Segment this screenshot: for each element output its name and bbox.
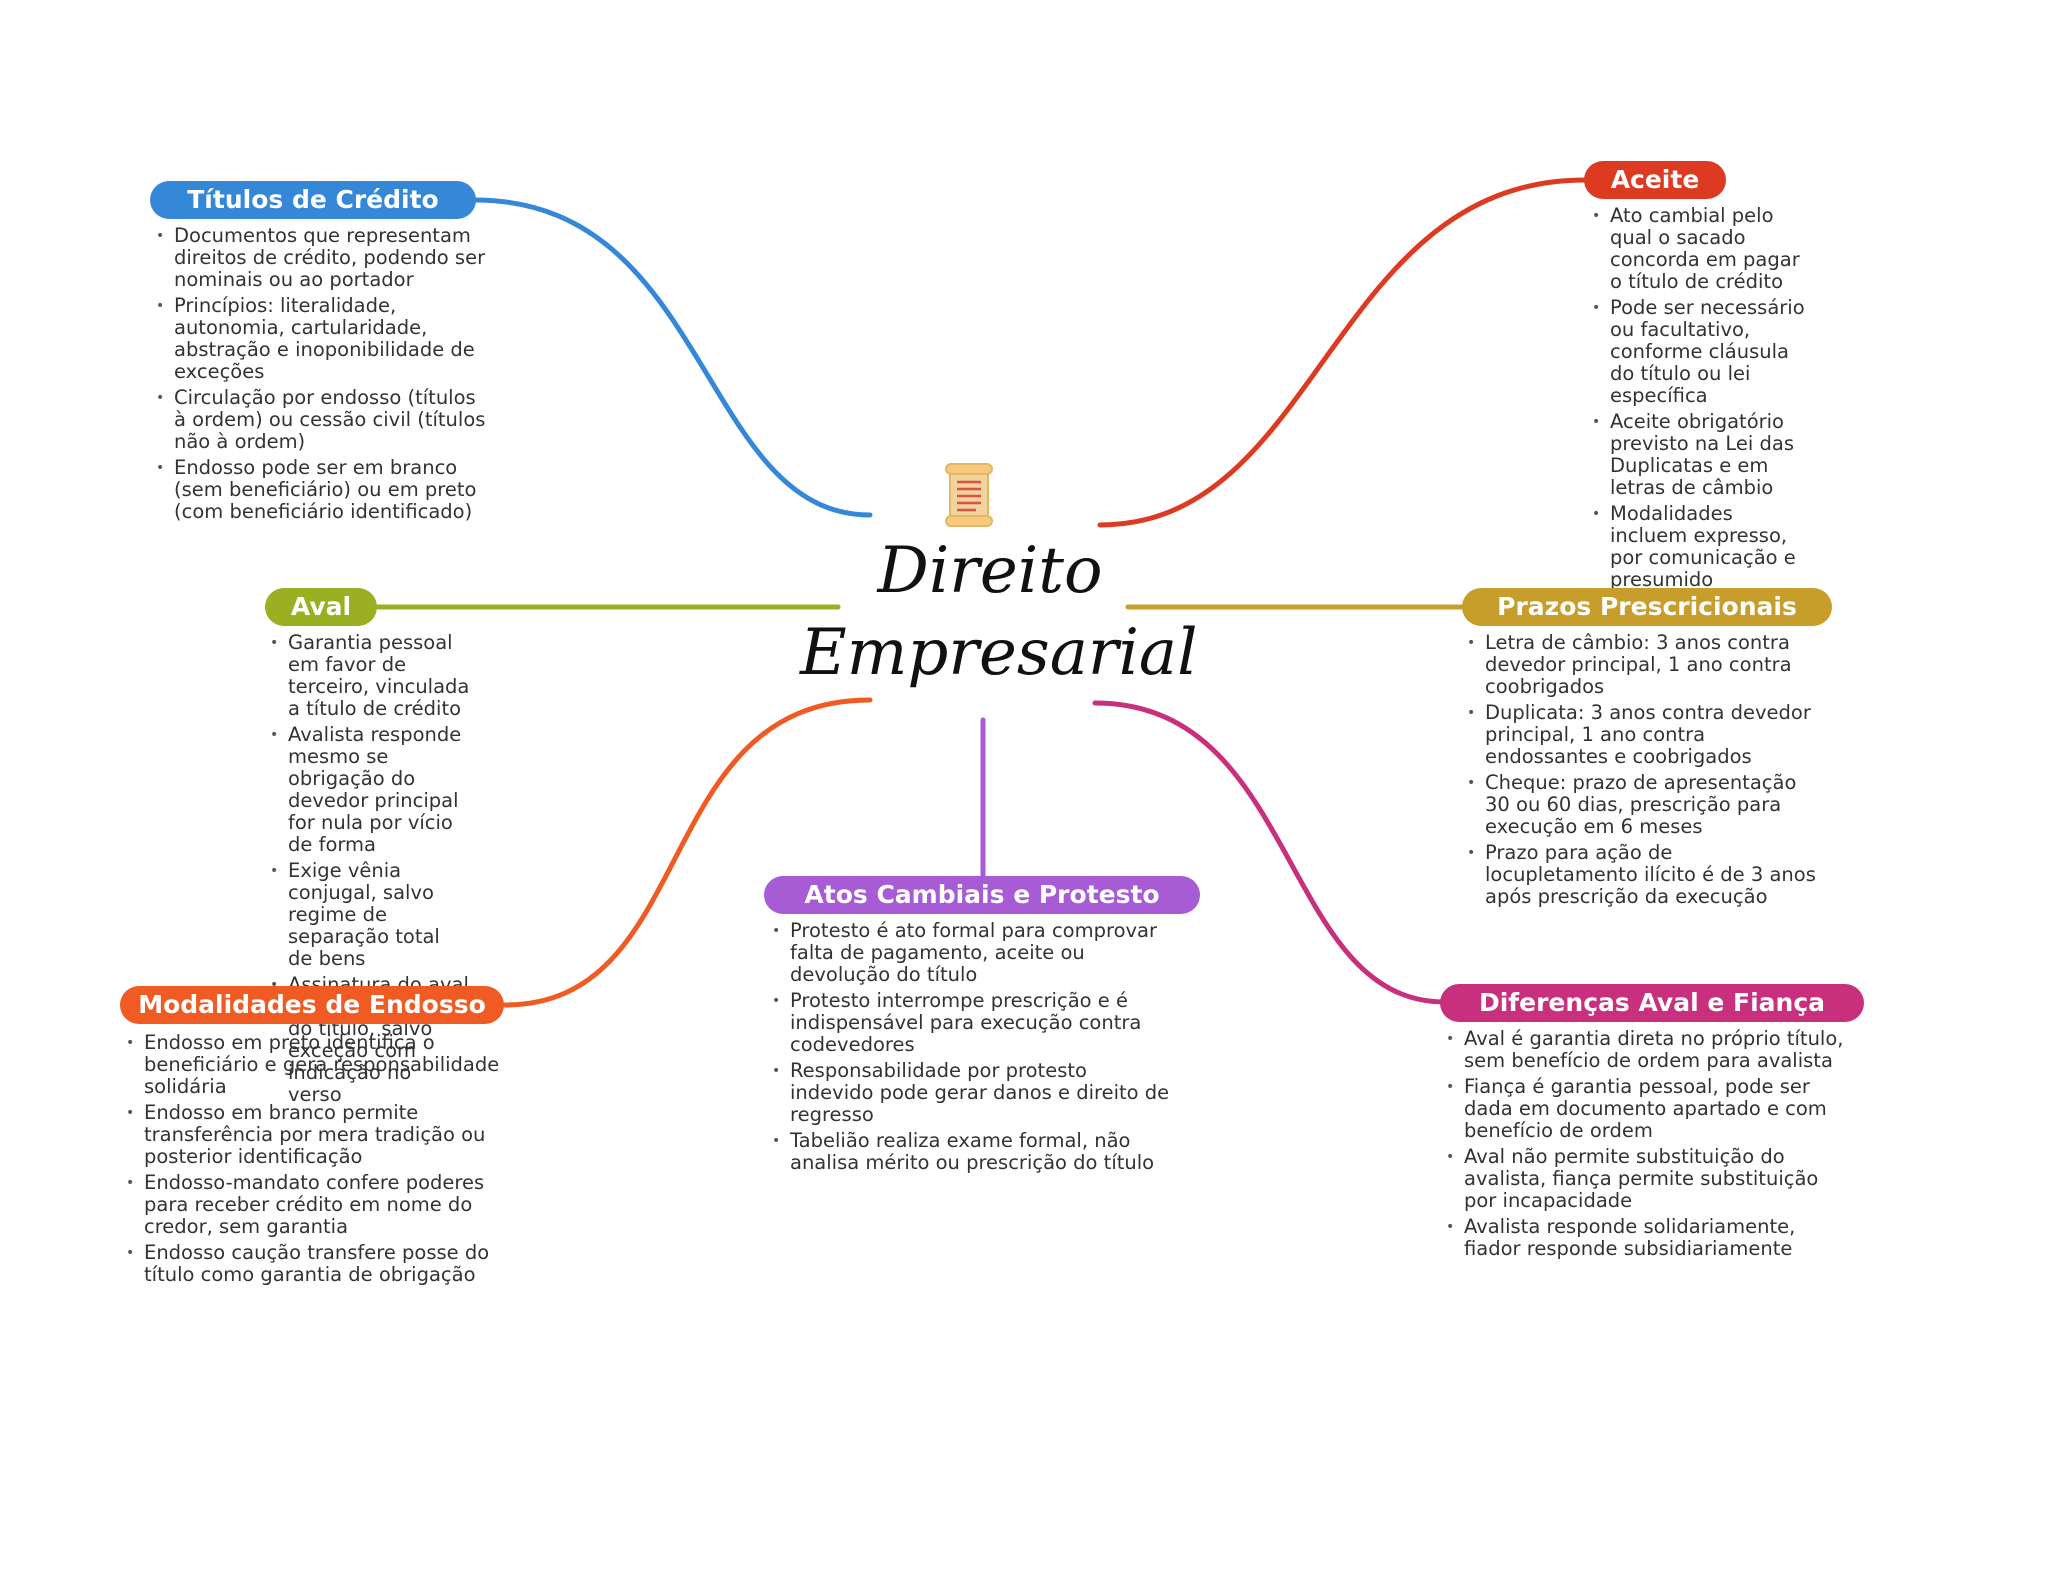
topic-aceite[interactable]: Aceite [1584, 161, 1726, 199]
modalidades-item: Endosso-mandato confere poderes para rec… [126, 1172, 511, 1238]
list-aceite: Ato cambial pelo qual o sacado concorda … [1592, 205, 1812, 595]
modalidades-item: Endosso em branco permite transferência … [126, 1102, 511, 1168]
prazos-item: Duplicata: 3 anos contra devedor princip… [1467, 702, 1817, 768]
diferencas-item: Aval é garantia direta no próprio título… [1446, 1028, 1851, 1072]
prazos-item: Cheque: prazo de apresentação 30 ou 60 d… [1467, 772, 1817, 838]
topic-atos-cambiais-e-protesto[interactable]: Atos Cambiais e Protesto [764, 876, 1200, 914]
topic-titulos-de-credito[interactable]: Títulos de Crédito [150, 181, 476, 219]
connector-modalidades [502, 697, 873, 1008]
topic-prazos-prescricionais[interactable]: Prazos Prescricionais [1462, 588, 1832, 626]
prazos-item: Letra de câmbio: 3 anos contra devedor p… [1467, 632, 1817, 698]
aceite-item: Modalidades incluem expresso, por comuni… [1592, 503, 1812, 591]
titulos-item: Documentos que representam direitos de c… [156, 225, 486, 291]
list-atos-cambiais-e-protesto: Protesto é ato formal para comprovar fal… [772, 920, 1172, 1178]
topic-aval[interactable]: Aval [265, 588, 377, 626]
topic-diferencas-aval-e-fianca[interactable]: Diferenças Aval e Fiança [1440, 984, 1864, 1022]
scroll-icon [945, 463, 993, 527]
atos-item: Protesto é ato formal para comprovar fal… [772, 920, 1172, 986]
diferencas-item: Avalista responde solidariamente, fiador… [1446, 1216, 1851, 1260]
titulos-item: Circulação por endosso (títulos à ordem)… [156, 387, 486, 453]
aceite-item: Pode ser necessário ou facultativo, conf… [1592, 297, 1812, 407]
atos-item: Responsabilidade por protesto indevido p… [772, 1060, 1172, 1126]
list-prazos-prescricionais: Letra de câmbio: 3 anos contra devedor p… [1467, 632, 1817, 912]
titulos-item: Endosso pode ser em branco (sem benefici… [156, 457, 486, 523]
modalidades-item: Endosso em preto identifica o beneficiár… [126, 1032, 511, 1098]
aval-item: Exige vênia conjugal, salvo regime de se… [270, 860, 470, 970]
titulos-item: Princípios: literalidade, autonomia, car… [156, 295, 486, 383]
list-titulos-de-credito: Documentos que representam direitos de c… [156, 225, 486, 527]
diferencas-item: Fiança é garantia pessoal, pode ser dada… [1446, 1076, 1851, 1142]
atos-item: Tabelião realiza exame formal, não anali… [772, 1130, 1172, 1174]
modalidades-item: Endosso caução transfere posse do título… [126, 1242, 511, 1286]
connector-diferencas [1092, 700, 1448, 1005]
prazos-item: Prazo para ação de locupletamento ilícit… [1467, 842, 1817, 908]
connector-aceite [1097, 177, 1588, 528]
aceite-item: Aceite obrigatório previsto na Lei das D… [1592, 411, 1812, 499]
aval-item: Avalista responde mesmo se obrigação do … [270, 724, 470, 856]
connector-titulos [472, 197, 873, 518]
diferencas-item: Aval não permite substituição do avalist… [1446, 1146, 1851, 1212]
atos-item: Protesto interrompe prescrição e é indis… [772, 990, 1172, 1056]
aval-item: Garantia pessoal em favor de terceiro, v… [270, 632, 470, 720]
central-topic[interactable]: Direito Empresarial [800, 530, 1198, 694]
list-diferencas-aval-e-fianca: Aval é garantia direta no próprio título… [1446, 1028, 1851, 1264]
topic-modalidades-de-endosso[interactable]: Modalidades de Endosso [120, 986, 504, 1024]
aceite-item: Ato cambial pelo qual o sacado concorda … [1592, 205, 1812, 293]
central-topic-line1: Direito [877, 534, 1103, 608]
list-modalidades-de-endosso: Endosso em preto identifica o beneficiár… [126, 1032, 511, 1290]
central-topic-line2: Empresarial [800, 616, 1198, 690]
